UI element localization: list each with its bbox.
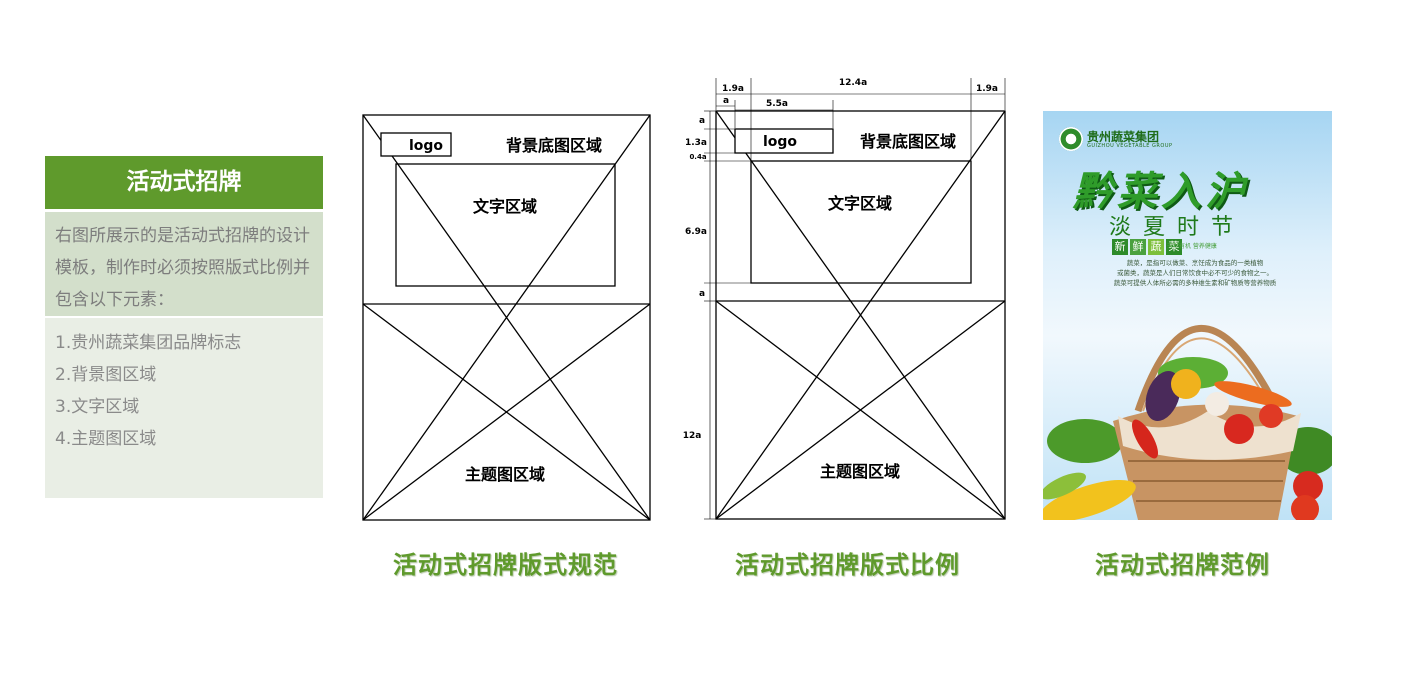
text-area-box — [395, 163, 616, 287]
sign-outline — [362, 114, 651, 521]
poster-tagline: 天然有机 营养健康 — [1167, 243, 1217, 250]
tomato — [1291, 495, 1319, 520]
list-item: 2.背景图区域 — [55, 365, 157, 385]
dim-logo-height: 1.3a — [685, 138, 707, 148]
dim-center-width: 12.4a — [839, 78, 867, 88]
list-item: 3.文字区域 — [55, 397, 140, 417]
dim-main-height: 12a — [683, 431, 702, 441]
poster-description: 蔬菜，是指可以做菜、烹饪成为食品的一类植物 或菌类，蔬菜是人们日常饮食中必不可少… — [1085, 258, 1305, 288]
main-image-area-label: 主题图区域 — [465, 465, 545, 484]
dim-unit-a: a — [723, 96, 729, 106]
dim-top-a: a — [699, 116, 705, 126]
tomato — [1224, 414, 1254, 444]
dim-left-margin: 1.9a — [722, 84, 744, 94]
diagonal-line — [715, 300, 1006, 520]
brand-logo-icon — [1059, 127, 1083, 151]
logo-box — [734, 128, 834, 154]
sign-outline — [715, 110, 1006, 520]
dim-text-height: 6.9a — [685, 227, 707, 237]
poster-tags: 新 鲜 蔬 菜 — [1112, 239, 1182, 255]
tomato — [1259, 404, 1283, 428]
list-item: 1.贵州蔬菜集团品牌标志 — [55, 333, 242, 353]
poster-example: 贵州蔬菜集团 GUIZHOU VEGETABLE GROUP 黔菜入沪 淡夏时节… — [1043, 111, 1332, 520]
diagonal-line — [362, 303, 651, 521]
poster-tag: 菜 — [1166, 239, 1182, 255]
tomato — [1293, 471, 1323, 501]
dim-mid-a: a — [699, 289, 705, 299]
basket-handle — [1134, 324, 1277, 413]
dim-right-margin: 1.9a — [976, 84, 998, 94]
caption-example: 活动式招牌范例 — [1095, 551, 1270, 579]
layout-ratio-diagram: 1.9a 12.4a 1.9a a 5.5a a 1.3a 0.4a 6.9a … — [683, 78, 1006, 520]
poster-desc-line: 或菌类，蔬菜是人们日常饮食中必不可少的食物之一。 — [1117, 269, 1273, 277]
corn — [1043, 479, 1136, 520]
poster-brand: 贵州蔬菜集团 — [1087, 130, 1160, 144]
text-area-box — [750, 160, 972, 284]
poster-tag: 蔬 — [1148, 239, 1164, 255]
diagonal-line — [362, 114, 651, 521]
logo-label: logo — [409, 138, 443, 154]
poster-desc-line: 蔬菜可提供人体所必需的多种维生素和矿物质等营养物质 — [1113, 279, 1277, 287]
dim-logo-gap: 0.4a — [689, 153, 706, 161]
dim-logo-width: 5.5a — [766, 99, 788, 109]
carrot — [1214, 381, 1292, 407]
diagonal-line — [715, 110, 1006, 520]
leaf — [1047, 419, 1123, 463]
poster-desc-line: 蔬菜，是指可以做菜、烹饪成为食品的一类植物 — [1126, 259, 1264, 267]
info-panel: 活动式招牌 右图所展示的是活动式招牌的设计模板，制作时必须按照版式比例并包含以下… — [45, 156, 323, 498]
poster-tag: 新 — [1112, 239, 1128, 255]
poster-tag: 鲜 — [1130, 239, 1146, 255]
list-item: 4.主题图区域 — [55, 429, 157, 449]
poster-subtitle: 淡夏时节 — [1109, 215, 1246, 240]
vegetable-basket-illustration — [1043, 324, 1332, 520]
text-area-label: 文字区域 — [473, 197, 537, 216]
poster-title: 黔菜入沪 — [1073, 169, 1249, 215]
panel-title: 活动式招牌 — [45, 156, 323, 209]
element-list: 1.贵州蔬菜集团品牌标志 2.背景图区域 3.文字区域 4.主题图区域 — [45, 318, 323, 498]
panel-intro: 右图所展示的是活动式招牌的设计模板，制作时必须按照版式比例并包含以下元素： — [45, 212, 323, 316]
poster-brand-en: GUIZHOU VEGETABLE GROUP — [1087, 143, 1173, 149]
main-image-area-label: 主题图区域 — [820, 462, 900, 481]
yellow-pepper — [1171, 369, 1201, 399]
background-area-label: 背景底图区域 — [506, 136, 602, 155]
garlic — [1205, 392, 1229, 416]
logo-label: logo — [763, 134, 797, 150]
layout-spec-diagram: logo 背景底图区域 文字区域 主题图区域 — [362, 114, 651, 521]
corn-husk — [1043, 472, 1086, 500]
caption-layout-spec: 活动式招牌版式规范 — [393, 551, 618, 579]
red-pepper — [1132, 419, 1158, 459]
text-area-label: 文字区域 — [828, 194, 892, 213]
basket-cloth — [1118, 411, 1301, 460]
logo-box — [380, 132, 452, 157]
caption-layout-ratio: 活动式招牌版式比例 — [735, 551, 960, 579]
background-area-label: 背景底图区域 — [860, 132, 956, 151]
